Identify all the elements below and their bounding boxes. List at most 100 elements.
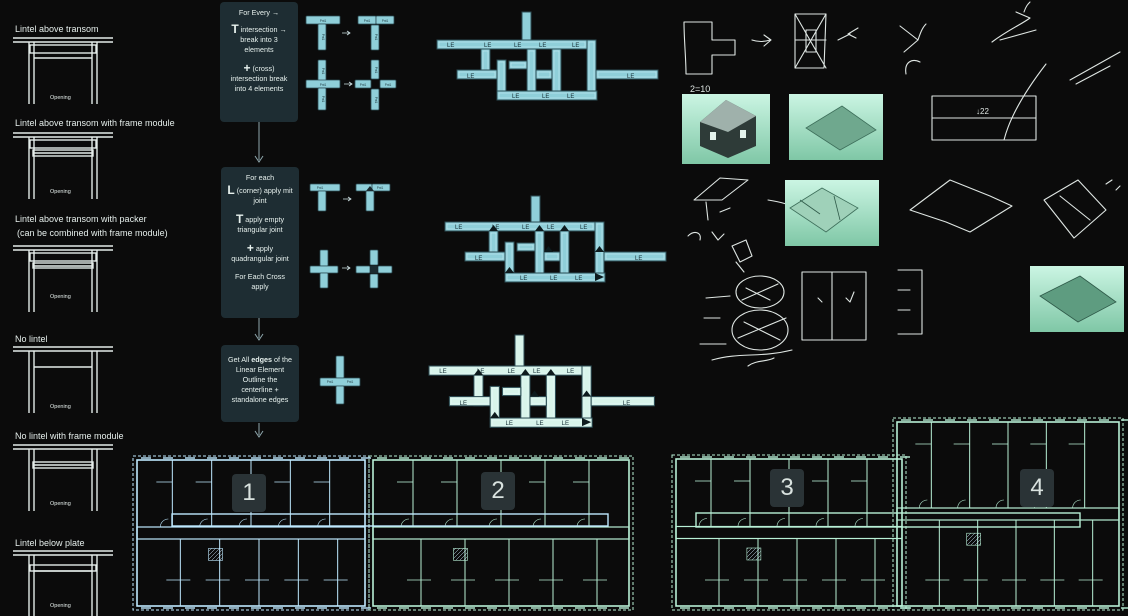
step-card-edges: Get All edges of the Linear Element Outl… bbox=[221, 345, 299, 422]
mini-element bbox=[366, 191, 374, 211]
mini-arrow bbox=[342, 31, 350, 35]
mini-arrow bbox=[344, 82, 352, 86]
network-3: LELELELELELELELELELE bbox=[429, 366, 654, 427]
plus-glyph: + bbox=[244, 61, 251, 75]
lintel-beam bbox=[30, 565, 96, 571]
element-label: LE bbox=[484, 43, 491, 49]
mini-element-label: Pnt1 bbox=[317, 186, 324, 190]
mini-element-label: Pnt1 bbox=[321, 68, 325, 75]
door-swing bbox=[855, 519, 863, 527]
mini-element bbox=[370, 274, 378, 288]
joint-triangle bbox=[544, 246, 553, 252]
mini-element-label: Pnt1 bbox=[364, 19, 371, 23]
mini-element-label: Pnt1 bbox=[321, 96, 325, 103]
element-label: LE bbox=[623, 400, 630, 407]
plus-glyph-2: + bbox=[247, 241, 254, 255]
lintel-title-5: No lintel with frame module bbox=[15, 431, 124, 442]
step2-l-text: (corner) apply mit joint bbox=[237, 186, 293, 205]
plan-number-2: 2 bbox=[481, 472, 515, 510]
opening-label-6: Opening bbox=[50, 601, 71, 612]
t-glyph: T bbox=[231, 22, 238, 36]
step1-line1: For Every → bbox=[226, 8, 292, 18]
mini-element bbox=[370, 250, 378, 265]
element-label: LE bbox=[567, 94, 574, 100]
mini-element-label: Pnt1 bbox=[347, 380, 354, 384]
element-label: LE bbox=[460, 400, 467, 407]
mini-element bbox=[378, 266, 392, 273]
mini-element bbox=[320, 250, 328, 266]
element-label: LE bbox=[575, 276, 582, 282]
linear-element bbox=[449, 397, 490, 406]
mini-element bbox=[356, 266, 370, 273]
lintel-title-2: Lintel above transom with frame module bbox=[15, 118, 175, 129]
element-label: LE bbox=[567, 368, 574, 375]
opening-label-1: Opening bbox=[50, 93, 71, 104]
opening-label-5: Opening bbox=[50, 499, 71, 510]
joint-triangle bbox=[530, 390, 539, 396]
element-label: LE bbox=[506, 420, 513, 427]
door-swing bbox=[996, 500, 1004, 508]
door-swing bbox=[777, 519, 785, 527]
element-label: LE bbox=[447, 43, 454, 49]
mini-element bbox=[310, 184, 340, 191]
element-label: LE bbox=[522, 225, 529, 231]
step-card-split: For Every → Tintersection → break into 3… bbox=[220, 2, 298, 122]
door-swing bbox=[1073, 500, 1081, 508]
render-panels bbox=[682, 94, 1124, 332]
door-swing bbox=[958, 500, 966, 508]
step3-line1: Get All bbox=[228, 355, 249, 364]
t-glyph-2: T bbox=[236, 212, 243, 226]
quadrangular-joint bbox=[370, 266, 378, 273]
lintel-title-4: No lintel bbox=[15, 334, 48, 345]
central-corridor-a bbox=[172, 514, 608, 526]
mini-element-label: Pnt1 bbox=[374, 97, 378, 104]
linear-element bbox=[465, 252, 505, 261]
mini-element bbox=[336, 356, 344, 378]
element-label: LE bbox=[627, 74, 634, 80]
linear-element bbox=[517, 243, 535, 251]
lintel-title-1: Lintel above transom bbox=[15, 24, 99, 35]
door-swing bbox=[919, 500, 927, 508]
mini-element-label: Pnt1 bbox=[360, 83, 367, 87]
corridor bbox=[137, 527, 365, 539]
element-label: LE bbox=[514, 43, 521, 49]
stair bbox=[967, 533, 981, 545]
mini-element-label: Pnt1 bbox=[320, 19, 327, 23]
step3-bold: edges bbox=[251, 355, 272, 364]
element-label: LE bbox=[512, 94, 519, 100]
element-label: LE bbox=[533, 368, 540, 375]
door-swing bbox=[699, 519, 707, 527]
intersection-mini-diagrams: Pnt1Pnt1Pnt1Pnt1Pnt1Pnt1Pnt1Pnt1Pnt1Pnt1… bbox=[306, 16, 396, 404]
step2-cross-text: For Each Cross apply bbox=[227, 272, 293, 292]
step1-t-text: intersection → break into 3 elements bbox=[240, 25, 286, 54]
plan-number-3: 3 bbox=[770, 469, 804, 507]
lintel-title-6: Lintel below plate bbox=[15, 538, 85, 549]
mini-element bbox=[320, 273, 328, 288]
lintel-title-3b: (can be combined with frame module) bbox=[17, 228, 168, 239]
opening-label-2: Opening bbox=[50, 187, 71, 198]
floor-plan-4 bbox=[893, 418, 1128, 610]
floor-plans bbox=[133, 418, 1128, 610]
plan-number-1: 1 bbox=[232, 474, 266, 512]
opening-label-4: Opening bbox=[50, 402, 71, 413]
lintel-beam bbox=[30, 45, 96, 53]
mini-element-label: Pnt1 bbox=[327, 380, 334, 384]
svg-text:↓22: ↓22 bbox=[976, 107, 989, 116]
mini-element-label: Pnt1 bbox=[377, 186, 384, 190]
linear-element bbox=[437, 40, 587, 49]
door-swing bbox=[816, 519, 824, 527]
mini-edges: Pnt1 Pnt1 bbox=[320, 356, 360, 404]
step-card-joints: For each L(corner) apply mit joint Tappl… bbox=[221, 167, 299, 318]
mini-arrow bbox=[343, 197, 351, 201]
svg-text:2=10: 2=10 bbox=[690, 84, 710, 94]
step1-plus-text1: (cross) bbox=[253, 64, 275, 73]
corridor bbox=[676, 527, 902, 539]
linear-element bbox=[445, 222, 595, 231]
element-label: LE bbox=[455, 225, 462, 231]
door-swing bbox=[738, 519, 746, 527]
stair bbox=[747, 548, 761, 560]
element-label: LE bbox=[467, 74, 474, 80]
